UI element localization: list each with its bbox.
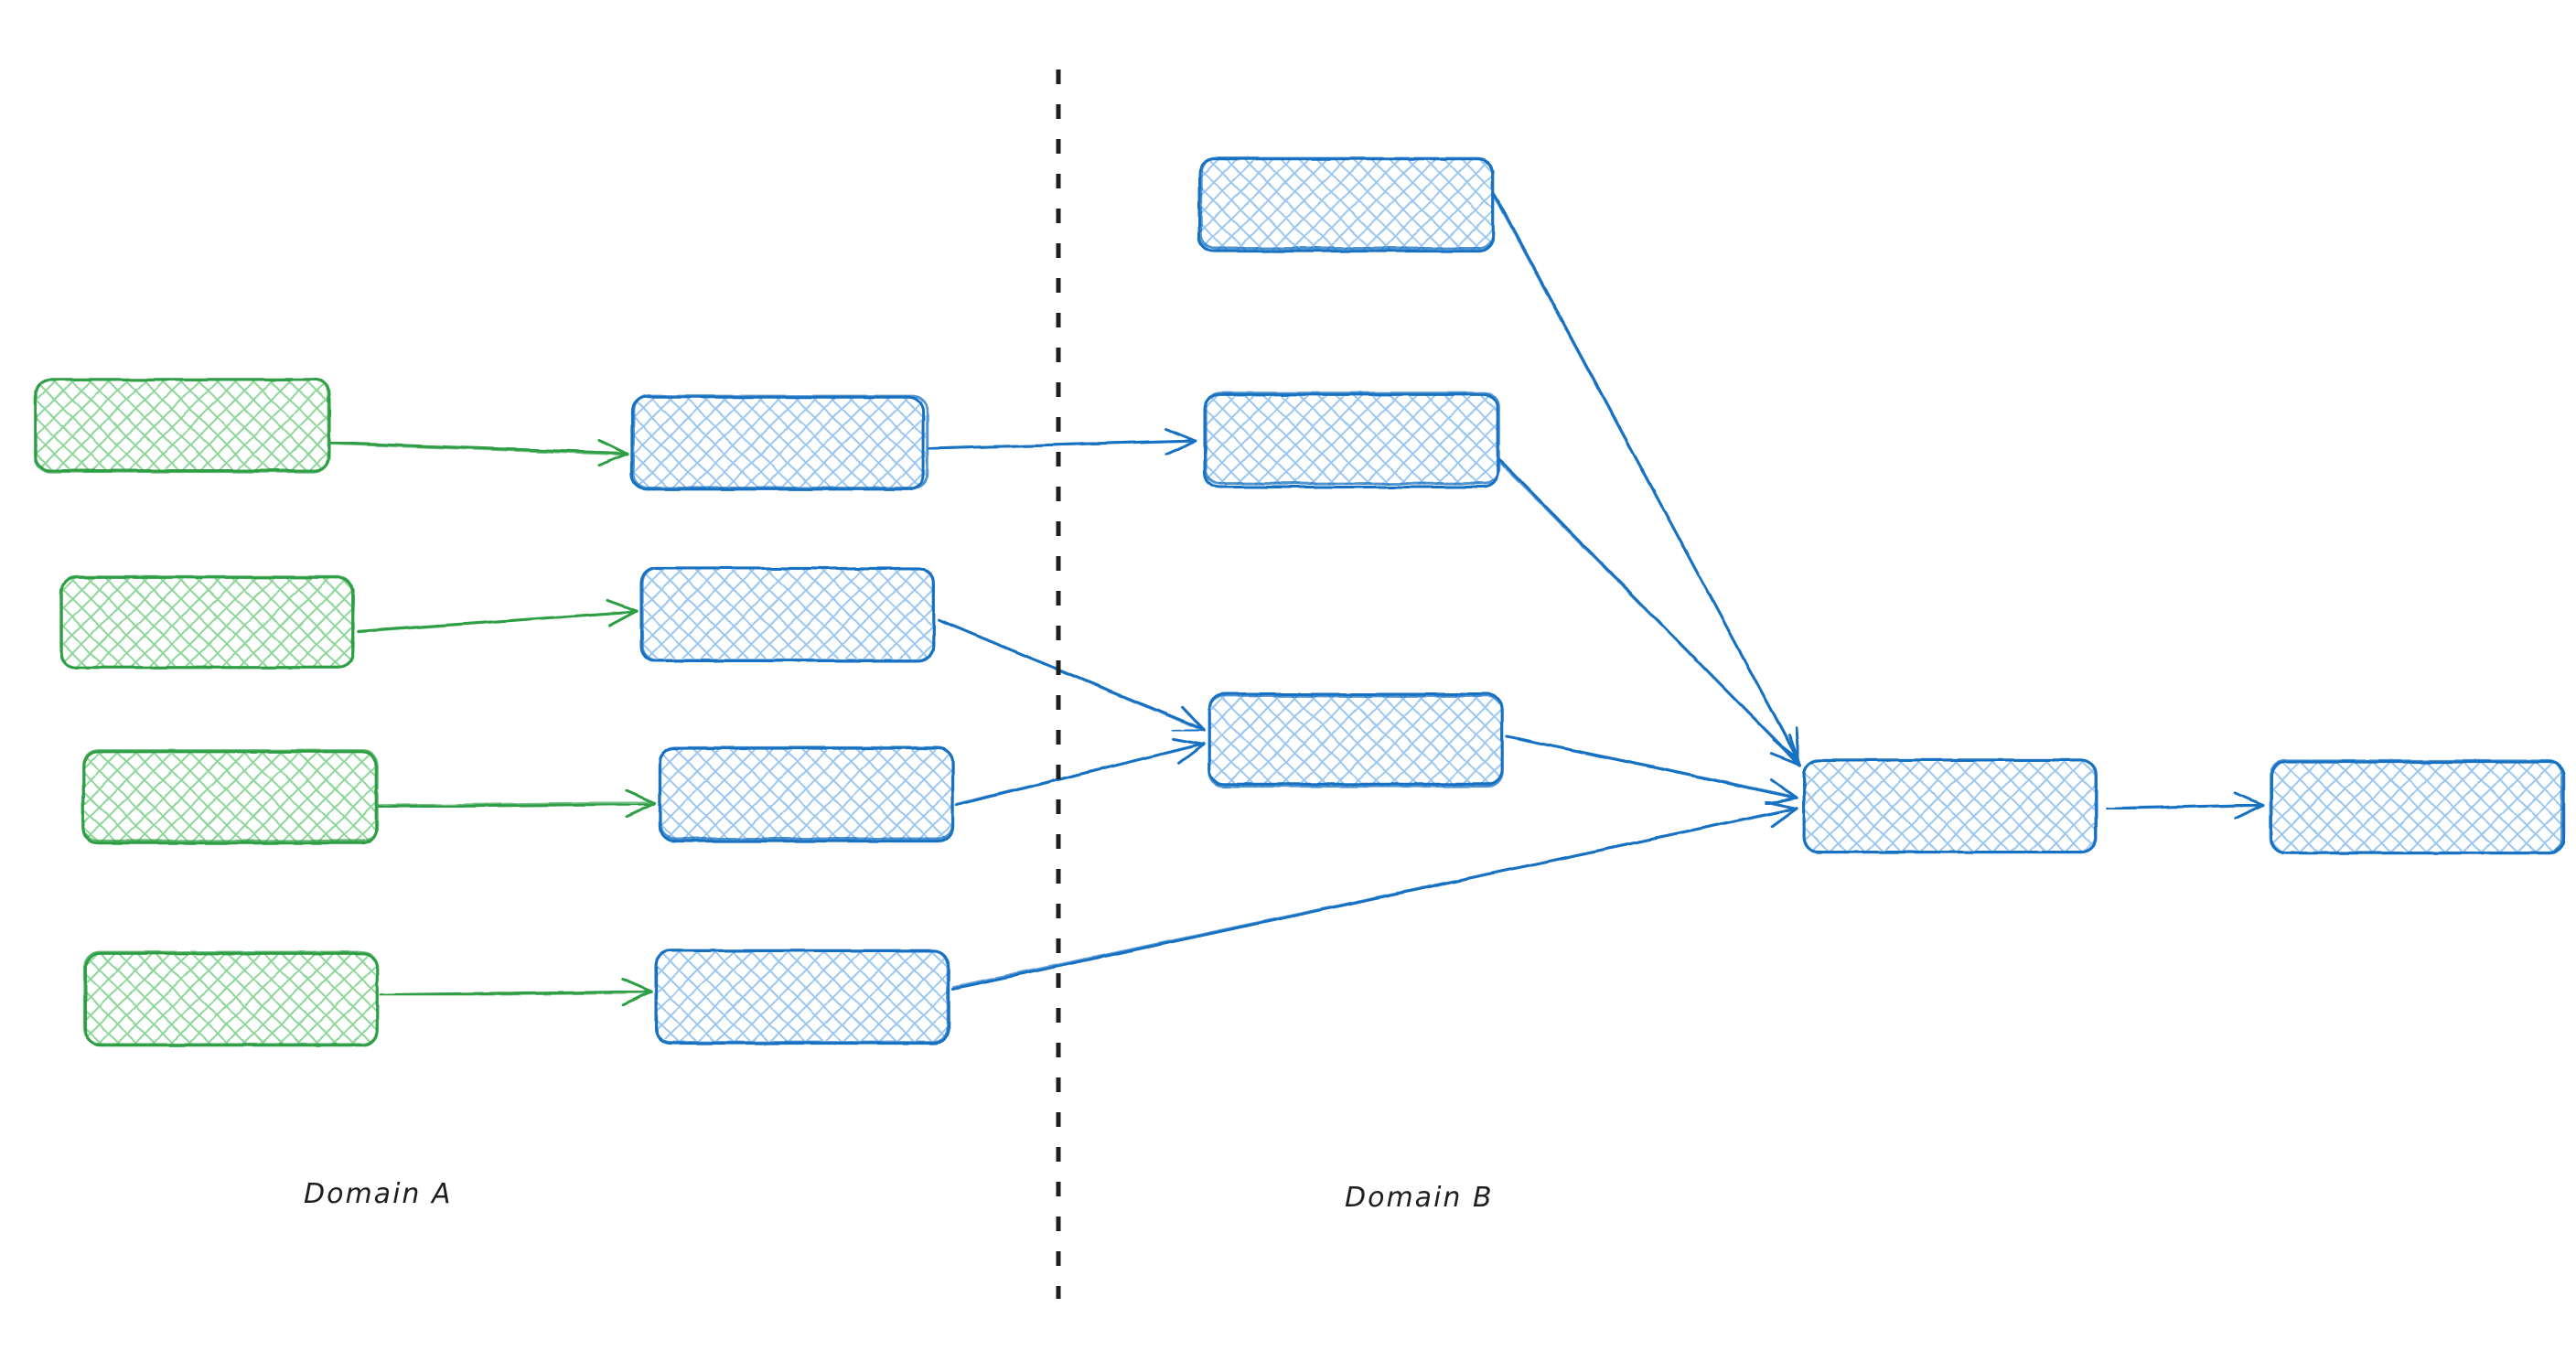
- edge-b1-c2: [928, 429, 1196, 455]
- domain-a-label: Domain A: [304, 1178, 452, 1210]
- node-b1[interactable]: [632, 396, 928, 489]
- node-c1[interactable]: [1199, 158, 1493, 252]
- edge-c2-d1: [1496, 456, 1800, 765]
- edge-b2-c3: [939, 619, 1205, 731]
- edge-a2-b2: [359, 600, 637, 631]
- edge-d1-e1: [2108, 793, 2263, 819]
- node-a4[interactable]: [84, 952, 377, 1045]
- node-a1[interactable]: [36, 379, 329, 472]
- node-a2[interactable]: [61, 576, 355, 668]
- edge-c3-d1: [1507, 736, 1797, 804]
- node-e1[interactable]: [2270, 761, 2564, 853]
- edge-a1-b1: [332, 440, 628, 466]
- node-c2[interactable]: [1205, 393, 1498, 488]
- domain-b-label: Domain B: [1345, 1182, 1494, 1214]
- edge-a3-b3: [378, 791, 655, 817]
- node-b2[interactable]: [641, 567, 935, 661]
- node-a3[interactable]: [82, 751, 378, 843]
- edge-a4-b4: [381, 980, 652, 1005]
- node-d1[interactable]: [1804, 760, 2097, 852]
- edge-b4-d1: [953, 802, 1798, 989]
- node-b4[interactable]: [656, 949, 950, 1044]
- node-c3[interactable]: [1209, 694, 1502, 787]
- node-layer: [36, 158, 2565, 1045]
- edge-c1-d1: [1491, 189, 1798, 759]
- node-b3[interactable]: [660, 747, 953, 841]
- edge-layer: [332, 189, 2263, 1004]
- edge-b3-c3: [957, 739, 1205, 805]
